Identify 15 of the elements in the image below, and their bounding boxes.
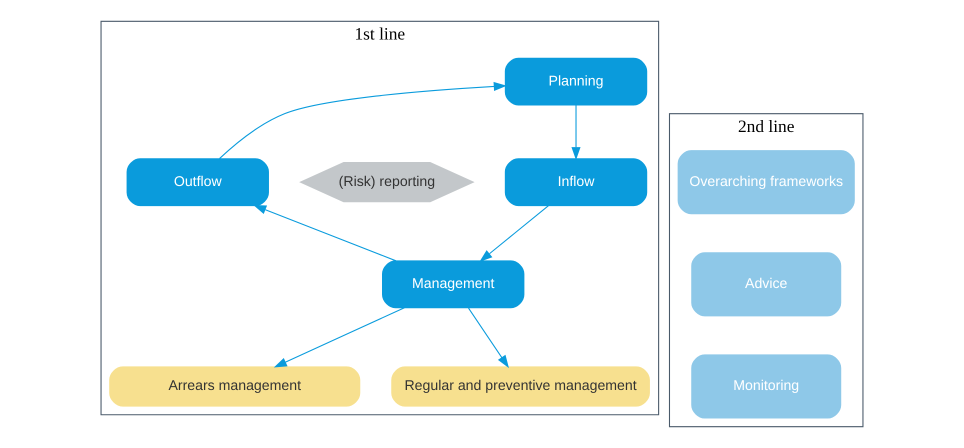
arrow (468, 308, 509, 368)
arrow (274, 307, 405, 368)
node-box: Planning (504, 58, 648, 106)
node-box: Outflow (126, 158, 269, 206)
node-box: Advice (691, 252, 842, 316)
node-box: Management (382, 260, 524, 308)
node-box: Regular and preventive management (391, 366, 650, 407)
arrow (219, 82, 507, 159)
node-box: Arrears management (109, 366, 360, 407)
arrow (479, 205, 549, 262)
arrow (571, 105, 581, 160)
arrow (253, 204, 396, 262)
node-box: Monitoring (691, 354, 842, 419)
node-box: Overarching frameworks (678, 150, 855, 214)
node-box: Inflow (504, 158, 648, 206)
